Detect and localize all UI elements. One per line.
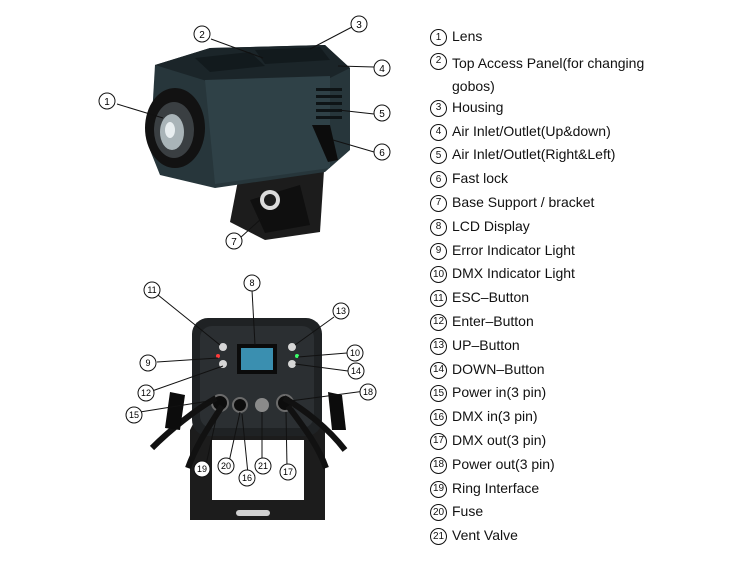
svg-text:15: 15 — [129, 410, 139, 420]
legend-number: 1 — [430, 29, 447, 46]
legend-number: 12 — [430, 313, 447, 331]
callout-badges-top: 1 2 3 4 5 6 7 — [98, 15, 391, 250]
svg-text:14: 14 — [351, 366, 361, 376]
svg-text:6: 6 — [379, 148, 385, 159]
legend-item-dmx-indicator: 10 DMX Indicator Light — [430, 265, 740, 289]
svg-text:3: 3 — [356, 20, 362, 31]
legend-text: Fuse — [452, 503, 484, 520]
svg-text:21: 21 — [258, 461, 268, 471]
legend-item-air-inlet-right-left: 5 Air Inlet/Outlet(Right&Left) — [430, 146, 740, 170]
legend-item-vent-valve: 21 Vent Valve — [430, 527, 740, 551]
legend-item-dmx-in: 16 DMX in(3 pin) — [430, 408, 740, 432]
legend-text: Enter–Button — [452, 312, 534, 329]
legend-number: 20 — [430, 504, 447, 522]
legend-number: 9 — [430, 242, 447, 260]
svg-text:16: 16 — [242, 473, 252, 483]
legend-number: 17 — [430, 432, 447, 450]
svg-text:12: 12 — [141, 388, 151, 398]
legend-number: 4 — [430, 123, 447, 141]
legend-item-error-indicator: 9 Error Indicator Light — [430, 242, 740, 266]
callout-lines-bottom — [139, 289, 366, 475]
svg-text:17: 17 — [283, 467, 293, 477]
legend-item-air-inlet-up-down: 4 Air Inlet/Outlet(Up&down) — [430, 123, 740, 147]
projector-illustration: 1 2 3 4 5 6 7 — [98, 15, 391, 520]
legend-number: 6 — [430, 171, 447, 189]
legend-text: Air Inlet/Outlet(Up&down) — [452, 122, 611, 139]
legend-text: Error Indicator Light — [452, 241, 575, 258]
svg-text:11: 11 — [147, 285, 156, 295]
legend-item-lcd-display: 8 LCD Display — [430, 218, 740, 242]
legend-number: 18 — [430, 456, 447, 474]
svg-text:1: 1 — [104, 97, 110, 108]
legend-item-base-support: 7 Base Support / bracket — [430, 194, 740, 218]
legend-text: UP–Button — [452, 336, 520, 353]
legend-text: Housing — [452, 98, 504, 115]
legend-number: 11 — [430, 290, 447, 308]
legend-number: 3 — [430, 99, 447, 117]
legend-item-housing: 3 Housing — [430, 99, 740, 123]
legend-item-power-out: 18 Power out(3 pin) — [430, 456, 740, 480]
svg-text:2: 2 — [199, 30, 205, 41]
legend-text: Fast lock — [452, 170, 509, 187]
svg-text:7: 7 — [231, 237, 237, 248]
projector-rear-view — [149, 318, 348, 520]
svg-text:4: 4 — [379, 64, 385, 75]
legend-text: DOWN–Button — [452, 360, 545, 377]
svg-text:10: 10 — [350, 348, 360, 358]
callout-badges-bottom: 11 8 13 9 10 14 12 15 18 19 20 16 21 17 — [125, 274, 377, 487]
legend-number: 7 — [430, 194, 447, 212]
svg-text:20: 20 — [221, 461, 231, 471]
callout-lines-top — [116, 26, 375, 239]
legend-text: Ring Interface — [452, 479, 540, 496]
legend-item-down-button: 14 DOWN–Button — [430, 361, 740, 385]
legend-item-fuse: 20 Fuse — [430, 503, 740, 527]
legend-list: 1 Lens 2 Top Access Panel(for changing g… — [430, 28, 740, 551]
svg-text:9: 9 — [145, 358, 150, 368]
legend-text: Vent Valve — [452, 527, 518, 544]
legend-item-ring-interface: 19 Ring Interface — [430, 480, 740, 504]
legend-item-power-in: 15 Power in(3 pin) — [430, 384, 740, 408]
legend-number: 15 — [430, 385, 447, 403]
legend-text: Power out(3 pin) — [452, 455, 555, 472]
legend-number: 19 — [430, 480, 447, 498]
legend-item-esc-button: 11 ESC–Button — [430, 289, 740, 313]
legend-text: LCD Display — [452, 217, 530, 234]
legend-text: ESC–Button — [452, 289, 530, 306]
legend-number: 16 — [430, 409, 447, 427]
legend-text: Top Access Panel(for changing gobos) — [452, 54, 645, 94]
svg-text:8: 8 — [249, 278, 254, 288]
svg-text:19: 19 — [197, 464, 207, 474]
legend-number: 10 — [430, 266, 447, 284]
legend-item-top-access-panel: 2 Top Access Panel(for changing gobos) — [430, 52, 740, 99]
svg-text:5: 5 — [379, 109, 385, 120]
legend-text: DMX out(3 pin) — [452, 431, 547, 448]
legend-text: DMX in(3 pin) — [452, 408, 538, 425]
legend-item-enter-button: 12 Enter–Button — [430, 313, 740, 337]
legend-item-lens: 1 Lens — [430, 28, 740, 52]
legend-number: 21 — [430, 528, 447, 546]
legend-number: 14 — [430, 361, 447, 379]
legend-text: Base Support / bracket — [452, 193, 595, 210]
svg-text:13: 13 — [336, 306, 346, 316]
legend-number: 13 — [430, 337, 447, 355]
legend-text: Lens — [452, 28, 483, 44]
projector-side-view — [145, 45, 350, 240]
legend-text: Air Inlet/Outlet(Right&Left) — [452, 146, 616, 163]
legend-text: Power in(3 pin) — [452, 384, 547, 401]
legend-number: 2 — [430, 52, 447, 70]
legend-item-dmx-out: 17 DMX out(3 pin) — [430, 432, 740, 456]
legend-text: DMX Indicator Light — [452, 265, 575, 282]
legend-item-fast-lock: 6 Fast lock — [430, 170, 740, 194]
legend-number: 8 — [430, 218, 447, 236]
svg-text:18: 18 — [363, 387, 373, 397]
legend-number: 5 — [430, 147, 447, 165]
legend-item-up-button: 13 UP–Button — [430, 337, 740, 361]
